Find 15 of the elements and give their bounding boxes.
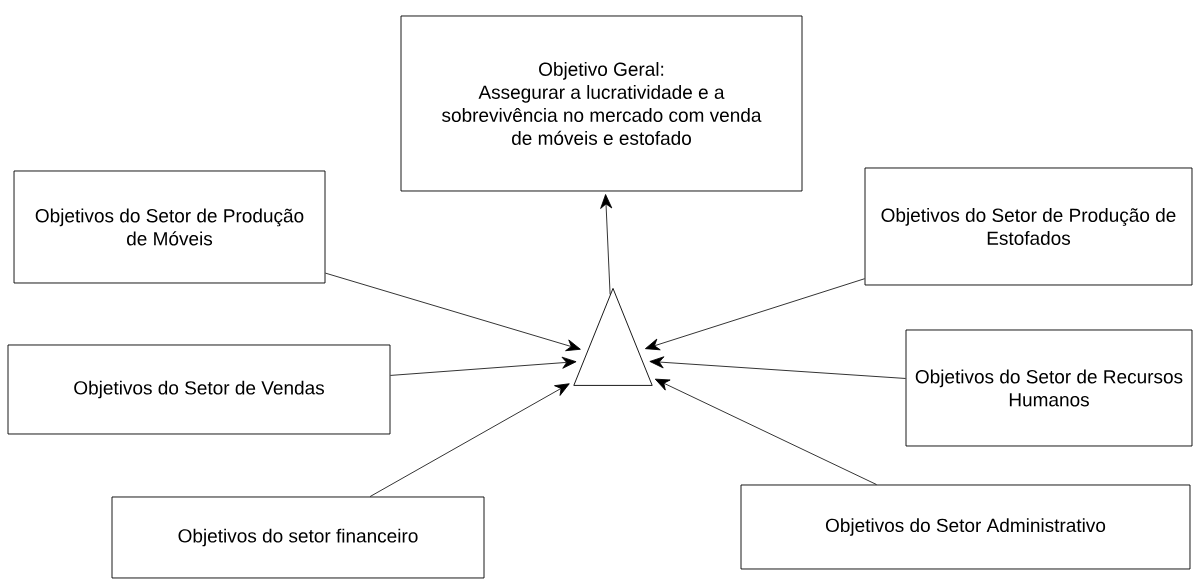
arrow [654, 378, 877, 485]
objective-box: Objetivos do Setor Administrativo [740, 484, 1191, 570]
arrow [649, 356, 906, 379]
objective-box: Objetivo Geral: Assegurar a lucratividade e a sobrevivência no mercado com venda de móveis e estofado [400, 15, 803, 192]
objective-box: Objetivos do Setor de Produção de Estofados [864, 167, 1193, 286]
arrow [325, 272, 581, 352]
triangle-shape [573, 287, 653, 386]
objective-box: Objetivos do Setor de Vendas [7, 344, 391, 435]
objective-box: Objetivos do setor financeiro [111, 496, 485, 579]
objective-box: Objetivos do Setor de Recursos Humanos [905, 329, 1193, 447]
arrow [600, 194, 613, 295]
arrow [645, 278, 865, 351]
objective-box: Objetivos do Setor de Produção de Móveis [13, 170, 326, 284]
arrow [369, 383, 570, 497]
arrow [390, 356, 577, 376]
